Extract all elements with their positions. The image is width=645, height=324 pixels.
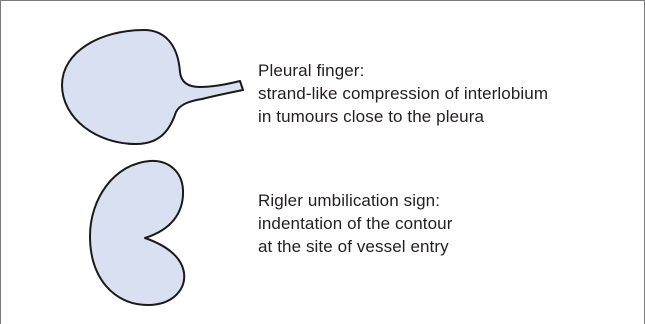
pleural-finger-description-line-1: strand-like compression of interlobium [258, 82, 548, 105]
pleural-finger-nodule-icon [62, 30, 243, 144]
pleural-finger-caption: Pleural finger: strand-like compression … [258, 59, 548, 128]
rigler-umbilication-description-line-1: indentation of the contour [258, 212, 452, 235]
rigler-umbilication-description-line-2: at the site of vessel entry [258, 235, 452, 258]
rigler-umbilication-nodule-icon [90, 161, 184, 305]
pleural-finger-description-line-2: in tumours close to the pleura [258, 105, 548, 128]
pleural-finger-title: Pleural finger: [258, 59, 548, 82]
rigler-umbilication-title: Rigler umbilication sign: [258, 189, 452, 212]
rigler-umbilication-caption: Rigler umbilication sign: indentation of… [258, 189, 452, 258]
